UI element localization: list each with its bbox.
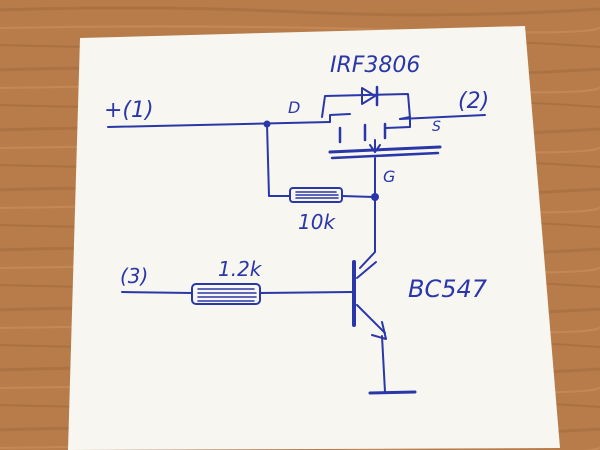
wire-source [399, 114, 486, 120]
wire-gate-to-collector [359, 157, 376, 269]
resistor-1-2k [191, 283, 261, 305]
terminal-1-label: +(1) [104, 98, 154, 123]
mosfet-part-label: IRF3806 [330, 53, 420, 78]
wire-pull-resistor-right [341, 195, 375, 198]
bjt-part-label: BC547 [408, 275, 488, 303]
ground-symbol [368, 390, 417, 395]
wire-base [259, 291, 353, 294]
drain-label: D [288, 98, 300, 117]
bjt-symbol [352, 260, 387, 340]
wires [107, 114, 486, 395]
junction-drain [263, 120, 271, 128]
wire-pull-resistor-left [266, 123, 291, 197]
resistor-1-2k-label: 1.2k [218, 257, 263, 281]
wire-emitter-ground [381, 335, 386, 393]
gate-label: G [383, 167, 395, 186]
wire-input-3 [121, 291, 193, 294]
resistor-10k-label: 10k [298, 210, 336, 234]
paper-sheet [68, 26, 560, 450]
wire-drain [107, 121, 331, 128]
terminal-3-label: (3) [120, 264, 148, 288]
mosfet-symbol [321, 85, 442, 160]
junction-gate [371, 193, 379, 201]
terminal-2-label: (2) [458, 89, 489, 114]
source-label: S [432, 119, 441, 135]
resistor-10k [289, 187, 343, 203]
